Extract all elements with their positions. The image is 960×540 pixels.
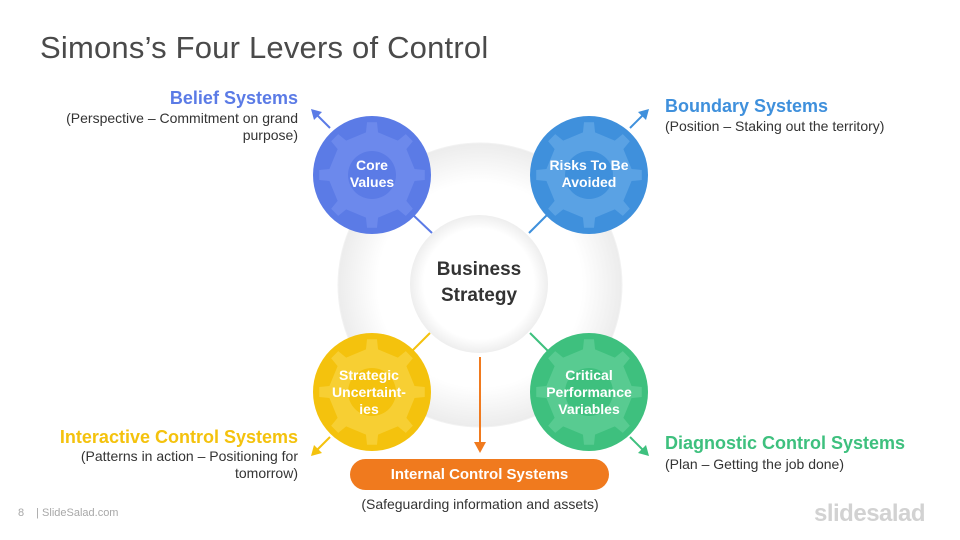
gear-diagnostic (530, 333, 648, 451)
connector-belief (411, 213, 433, 234)
footer-source: | SlideSalad.com (36, 507, 119, 519)
internal-control-systems-pill: Internal Control Systems (350, 459, 609, 490)
belief-systems-desc: (Perspective – Commitment on grand purpo… (66, 110, 298, 143)
page-title: Simons’s Four Levers of Control (40, 30, 489, 65)
gear-label-boundary: Risks To Be Avoided (549, 157, 629, 190)
gear-boundary (530, 116, 648, 234)
gear-interactive (313, 333, 431, 451)
arrow-diagnostic (629, 436, 649, 456)
connector-boundary (528, 213, 549, 234)
arrow-belief (311, 109, 331, 129)
arrow-boundary (629, 109, 649, 129)
connector-interactive (411, 332, 431, 352)
slidesalad-logo: slidesalad (814, 500, 926, 527)
gear-label-diagnostic: Critical Performance Variables (546, 367, 632, 417)
connector-diagnostic (529, 332, 549, 352)
interactive-control-systems-title: Interactive Control Systems (59, 427, 298, 447)
center-circle (410, 215, 548, 353)
gear-belief (313, 116, 431, 234)
diagnostic-control-systems-title: Diagnostic Control Systems (665, 433, 906, 453)
arrow-interactive (311, 436, 331, 456)
interactive-control-systems-desc: (Patterns in action – Positioning for to… (80, 448, 298, 481)
gear-label-interactive: Strategic Uncertaint- ies (332, 367, 406, 417)
internal-control-systems-desc: (Safeguarding information and assets) (361, 496, 599, 512)
boundary-systems-title: Boundary Systems (665, 96, 829, 116)
boundary-systems-desc: (Position – Staking out the territory) (665, 118, 885, 134)
gear-label-belief: Core Values (349, 157, 395, 190)
diagnostic-control-systems-desc: (Plan – Getting the job done) (665, 456, 845, 472)
belief-systems-title: Belief Systems (169, 88, 298, 108)
footer: 8 | SlideSalad.com (18, 507, 118, 519)
page-number: 8 (18, 507, 25, 519)
center-label: Business Strategy (436, 259, 522, 306)
arrow-internal (474, 357, 486, 453)
